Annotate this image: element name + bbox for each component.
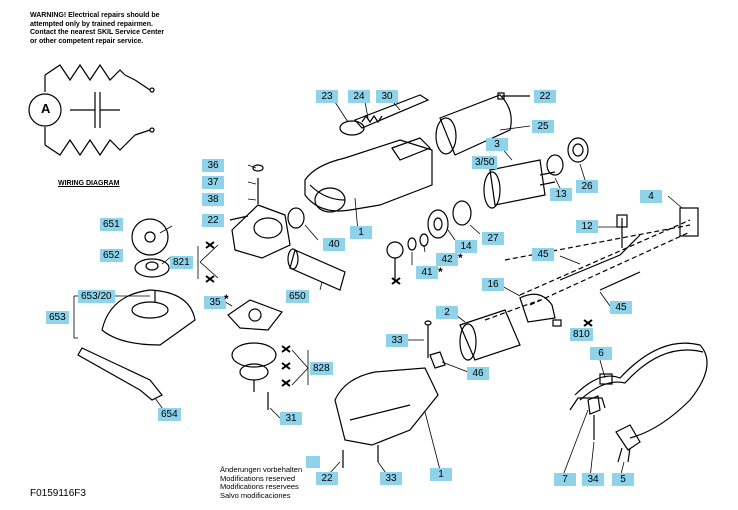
part-label-33-mid: 33 (386, 334, 408, 347)
wiring-diagram-title: WIRING DIAGRAM (58, 180, 120, 187)
part-label-12: 12 (576, 220, 598, 233)
modifications-line: Salvo modificaciones (220, 490, 291, 500)
modifications-line: Modifications reserved (220, 473, 296, 483)
part-label-45-top: 45 (532, 248, 554, 261)
part-label-653-20: 653/20 (78, 290, 115, 303)
part-label-13: 13 (550, 188, 572, 201)
part-label-33-bottom: 33 (380, 472, 402, 485)
part-label-4: 4 (640, 190, 662, 203)
part-label-1-top: 1 (350, 226, 372, 239)
part-label-7: 7 (554, 473, 576, 486)
part-label-26: 26 (576, 180, 598, 193)
part-label-651: 651 (100, 218, 123, 231)
part-label-27: 27 (482, 232, 504, 245)
part-label-45-right: 45 (610, 301, 632, 314)
part-label-821: 821 (170, 256, 193, 269)
part-label-16: 16 (482, 278, 504, 291)
part-label-652: 652 (100, 249, 123, 262)
part-label-25: 25 (532, 120, 554, 133)
part-label-654: 654 (158, 408, 181, 421)
part-label-6: 6 (590, 347, 612, 360)
part-label-5: 5 (612, 473, 634, 486)
part-label-14: 14 (455, 240, 477, 253)
warning-line: Contact the nearest SKIL Service Center (30, 29, 165, 36)
part-label-2: 2 (436, 306, 458, 319)
warning-line: WARNING! Electrical repairs should be (30, 12, 160, 19)
part-label-46: 46 (467, 367, 489, 380)
part-label-36: 36 (202, 159, 224, 172)
part-label-42: 42 (436, 253, 458, 266)
part-label-653: 653 (46, 311, 69, 324)
part-label-31: 31 (280, 412, 302, 425)
part-label-3-50: 3/50 (472, 156, 498, 169)
part-label-38: 38 (202, 193, 224, 206)
modifications-line: Modifications reservees (220, 482, 299, 491)
part-label-37: 37 (202, 176, 224, 189)
part-label-1-bottom: 1 (430, 468, 452, 481)
part-label-23: 23 (316, 90, 338, 103)
part-label-34: 34 (582, 473, 604, 486)
part-label-22-top: 22 (534, 90, 556, 103)
part-label-35: 35 (204, 296, 226, 309)
warning-line: or other competent repair service. (30, 37, 144, 45)
wiring-diagram (28, 63, 155, 157)
modifications-note: Änderungen vorbehalten Modifications res… (220, 465, 303, 500)
asterisk-42: * (458, 251, 463, 265)
motor-symbol-circle (28, 93, 62, 127)
part-label-40: 40 (323, 238, 345, 251)
part-label-22-left: 22 (202, 214, 224, 227)
figure-code: F0159116F3 (30, 488, 86, 499)
asterisk-41: * (438, 265, 443, 279)
part-label-828: 828 (310, 362, 333, 375)
part-label-24: 24 (348, 90, 370, 103)
modifications-line: Änderungen vorbehalten (220, 465, 303, 474)
part-label-22-bottom: 22 (316, 472, 338, 485)
warning-note: WARNING! Electrical repairs should be at… (30, 12, 180, 46)
motor-symbol-label: A (41, 101, 51, 116)
part-label-650: 650 (286, 290, 309, 303)
part-label-41: 41 (416, 266, 438, 279)
part-label-30: 30 (376, 90, 398, 103)
color-swatch (306, 456, 320, 468)
asterisk-35: * (224, 292, 229, 306)
part-label-810: 810 (570, 328, 593, 341)
part-label-3: 3 (486, 138, 508, 151)
warning-line: attempted only by trained repairmen. (30, 20, 153, 28)
